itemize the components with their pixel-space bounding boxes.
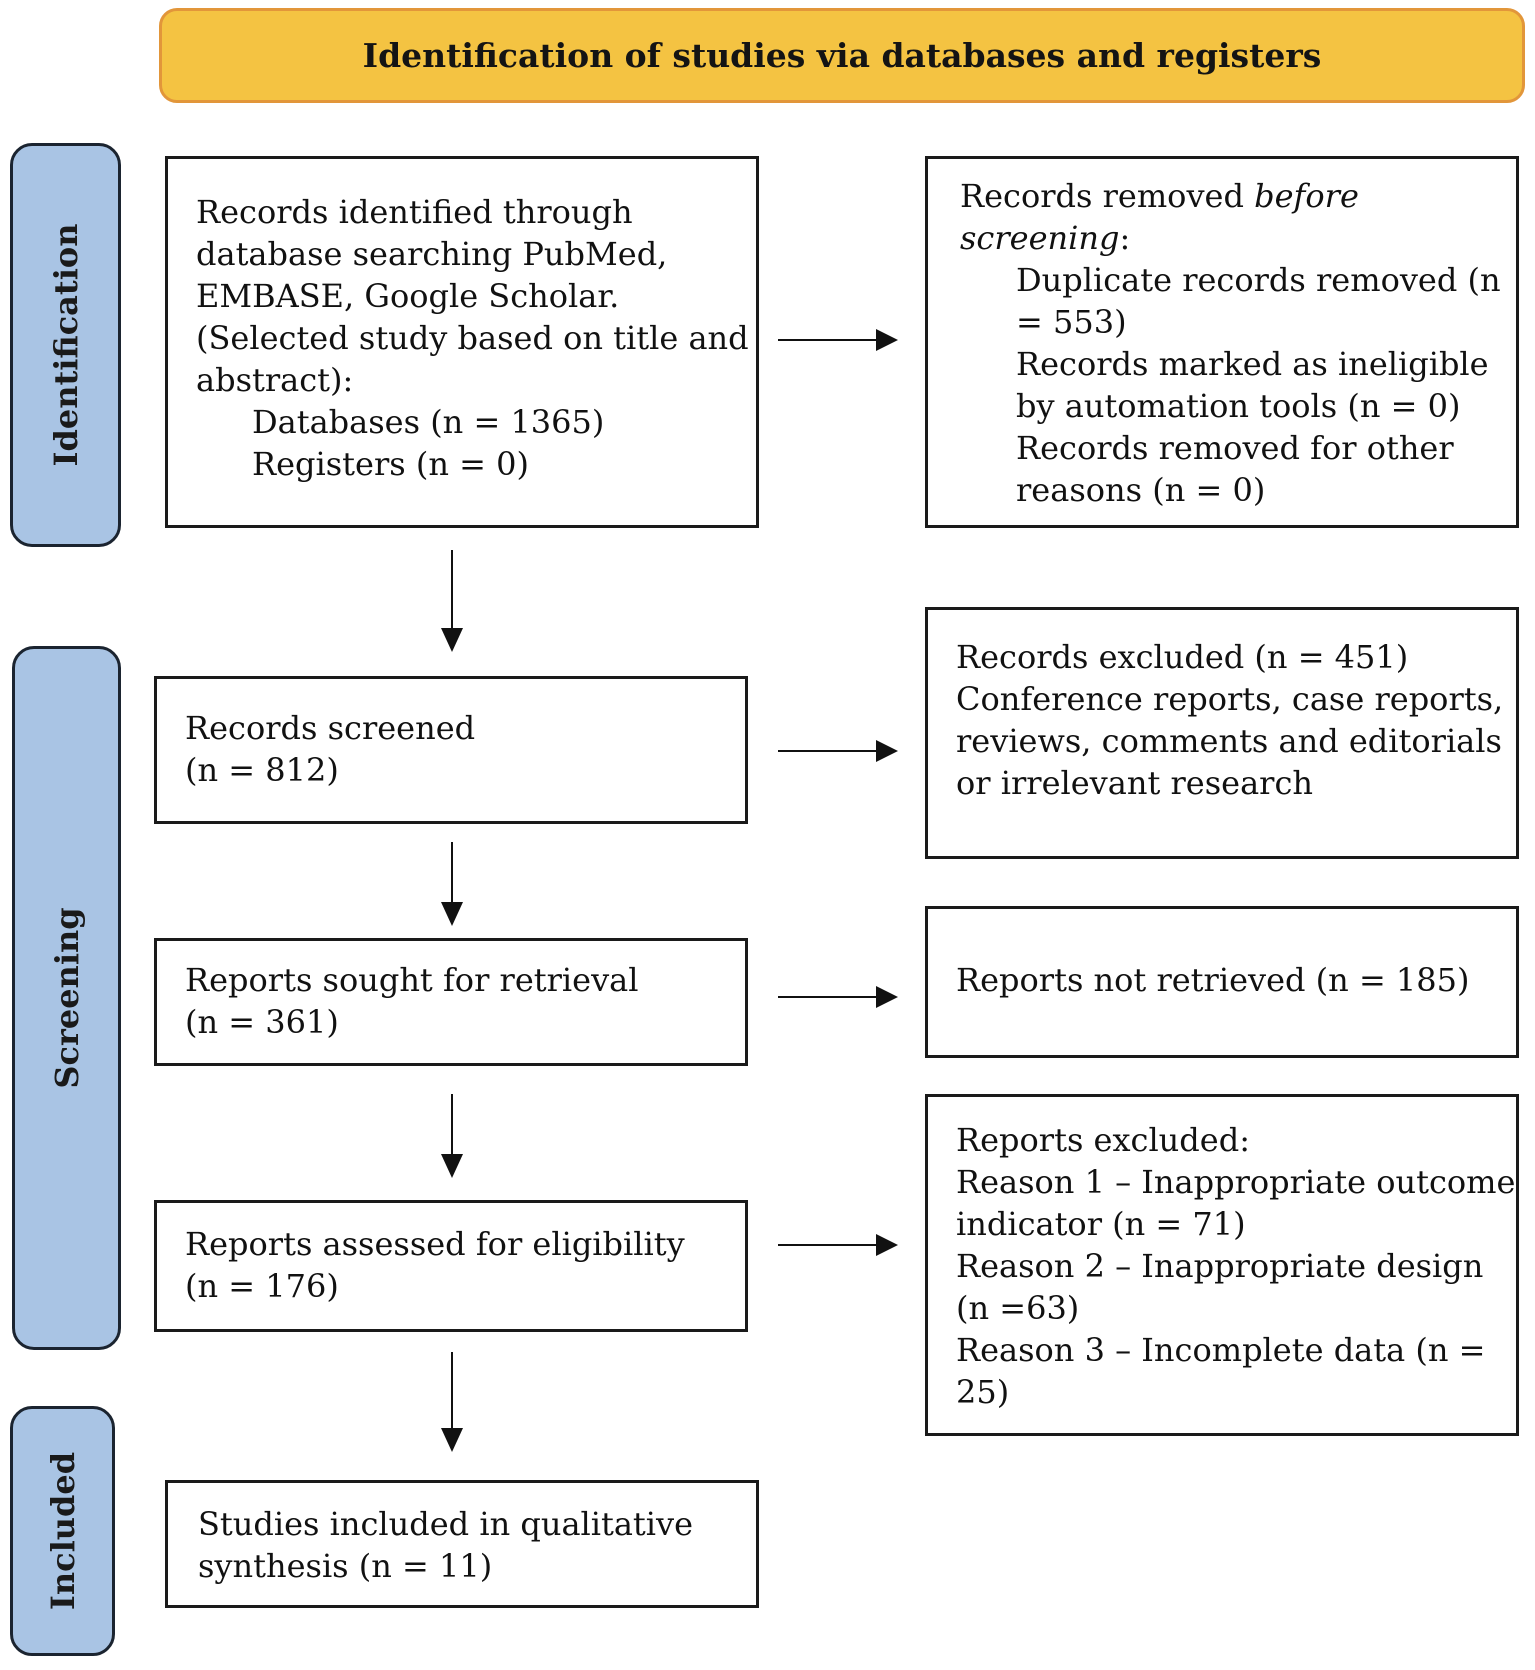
- identified-line: EMBASE, Google Scholar.: [196, 277, 620, 315]
- phase-identification-label: Identification: [46, 223, 85, 467]
- reports-excluded-line: Reason 1 – Inappropriate outcome: [956, 1163, 1516, 1201]
- arrow-sought-to-not-retrieved: [778, 986, 898, 1008]
- removed-item: Records removed for other: [1016, 429, 1454, 467]
- identified-line: database searching PubMed,: [196, 235, 668, 273]
- screened-line: Records screened: [185, 709, 476, 747]
- identified-line: Records identified through: [196, 193, 633, 231]
- excluded-line: or irrelevant research: [956, 764, 1313, 802]
- box-records-removed: Records removed before screening: Duplic…: [925, 156, 1519, 528]
- assessed-line: (n = 176): [185, 1267, 339, 1305]
- excluded-line: Conference reports, case reports,: [956, 680, 1504, 718]
- removed-item: by automation tools (n = 0): [1016, 387, 1461, 425]
- screened-line: (n = 812): [185, 751, 339, 789]
- arrow-identified-to-screened: [441, 550, 463, 652]
- box-records-excluded: Records excluded (n = 451) Conference re…: [925, 607, 1519, 859]
- reports-excluded-line: 25): [956, 1373, 1010, 1411]
- arrow-sought-to-assessed: [441, 1094, 463, 1178]
- reports-excluded-line: Reason 3 – Incomplete data (n =: [956, 1331, 1486, 1369]
- removed-item: reasons (n = 0): [1016, 471, 1266, 509]
- removed-intro-line-2: screening:: [960, 217, 1516, 259]
- box-records-screened: Records screened (n = 812): [154, 676, 748, 824]
- arrow-identified-to-removed: [778, 329, 898, 351]
- phase-included: Included: [10, 1406, 115, 1656]
- arrow-screened-to-excluded: [778, 740, 898, 762]
- phase-identification: Identification: [10, 143, 121, 547]
- phase-screening-label: Screening: [47, 907, 86, 1089]
- removed-intro-italic-screening: screening: [960, 219, 1120, 257]
- reports-excluded-line: (n =63): [956, 1289, 1080, 1327]
- box-reports-sought: Reports sought for retrieval (n = 361): [154, 938, 748, 1066]
- phase-included-label: Included: [43, 1451, 82, 1611]
- included-line: synthesis (n = 11): [198, 1547, 493, 1585]
- identified-line: (Selected study based on title and: [196, 319, 749, 357]
- removed-item: Records marked as ineligible: [1016, 345, 1489, 383]
- not-retrieved-line: Reports not retrieved (n = 185): [956, 961, 1470, 999]
- sought-line: (n = 361): [185, 1003, 339, 1041]
- included-line: Studies included in qualitative: [198, 1505, 694, 1543]
- arrow-screened-to-sought: [441, 842, 463, 926]
- header-banner: Identification of studies via databases …: [159, 8, 1525, 103]
- removed-item: Duplicate records removed (n: [1016, 261, 1501, 299]
- header-title: Identification of studies via databases …: [362, 36, 1322, 75]
- assessed-line: Reports assessed for eligibility: [185, 1225, 685, 1263]
- box-reports-excluded: Reports excluded: Reason 1 – Inappropria…: [925, 1094, 1519, 1436]
- reports-excluded-line: Reports excluded:: [956, 1121, 1250, 1159]
- identified-registers: Registers (n = 0): [252, 445, 529, 483]
- box-studies-included: Studies included in qualitative synthesi…: [165, 1480, 759, 1608]
- box-reports-not-retrieved: Reports not retrieved (n = 185): [925, 906, 1519, 1058]
- box-reports-assessed: Reports assessed for eligibility (n = 17…: [154, 1200, 748, 1332]
- identified-line: abstract):: [196, 361, 354, 399]
- reports-excluded-line: indicator (n = 71): [956, 1205, 1246, 1243]
- removed-intro-suffix: :: [1119, 219, 1131, 257]
- identified-databases: Databases (n = 1365): [252, 403, 605, 441]
- arrow-assessed-to-included: [441, 1352, 463, 1452]
- reports-excluded-line: Reason 2 – Inappropriate design: [956, 1247, 1484, 1285]
- removed-intro-italic-before: before: [1254, 177, 1359, 215]
- arrow-assessed-to-excluded: [778, 1234, 898, 1256]
- removed-item: = 553): [1016, 303, 1127, 341]
- excluded-line: Records excluded (n = 451): [956, 638, 1409, 676]
- excluded-line: reviews, comments and editorials: [956, 722, 1502, 760]
- removed-intro-line: Records removed before: [960, 175, 1516, 217]
- box-records-identified: Records identified through database sear…: [165, 156, 759, 528]
- phase-screening: Screening: [12, 646, 121, 1350]
- removed-intro-text: Records removed: [960, 177, 1255, 215]
- sought-line: Reports sought for retrieval: [185, 961, 639, 999]
